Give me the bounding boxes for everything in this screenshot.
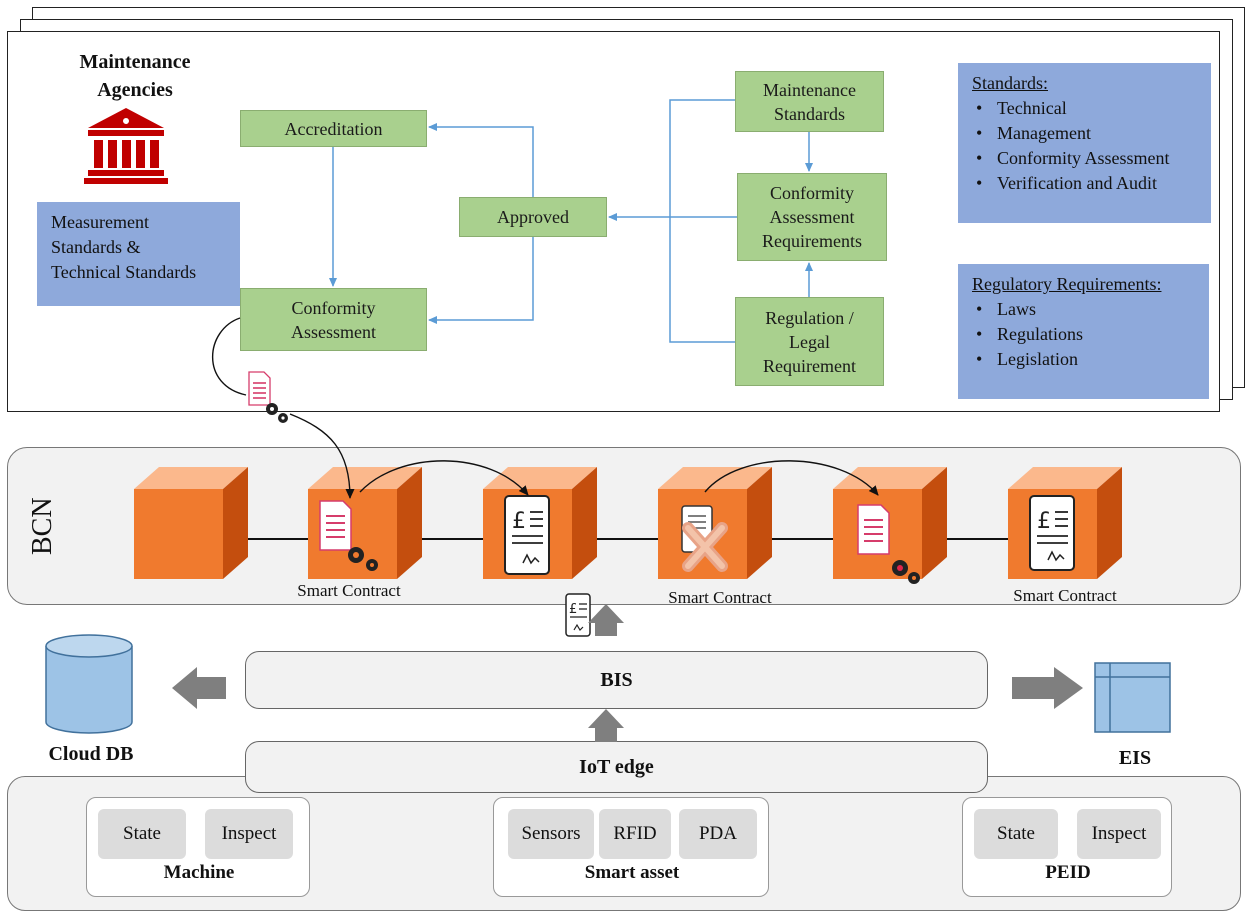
measurement-note-line3: Technical Standards xyxy=(51,262,197,282)
smart-contract-label: Smart Contract xyxy=(1013,586,1117,605)
state-chip: State xyxy=(974,809,1058,859)
inspect-chip: Inspect xyxy=(1077,809,1161,859)
pda-chip: PDA xyxy=(679,809,757,859)
sensors-chip: Sensors xyxy=(508,809,594,859)
measurement-note-line2: Standards & xyxy=(51,237,141,257)
eis-label: EIS xyxy=(1118,747,1152,769)
regulatory-item: Legislation xyxy=(972,347,1209,372)
conformity-requirements-line1: Conformity xyxy=(769,183,854,203)
right-arrow-icon xyxy=(1012,667,1083,709)
conformity-requirements-line3: Requirements xyxy=(762,231,862,251)
smart-contract-label: Smart Contract xyxy=(297,581,401,600)
bcn-label: BCN xyxy=(27,497,58,555)
iot-edge-layer: IoT edge xyxy=(245,741,988,793)
up-arrow-icon xyxy=(588,604,624,636)
measurement-standards-note: Measurement Standards & Technical Standa… xyxy=(37,202,240,306)
conformity-assessment-box: Conformity Assessment xyxy=(240,288,427,351)
state-chip: State xyxy=(98,809,186,859)
peid-label: PEID xyxy=(1045,862,1091,883)
standards-item: Technical xyxy=(972,96,1211,121)
regulation-line2: Legal xyxy=(789,331,830,352)
machine-label: Machine xyxy=(163,862,235,883)
standards-note: Standards: Technical Management Conformi… xyxy=(958,63,1211,223)
cloud-db-label: Cloud DB xyxy=(48,743,134,765)
bis-layer: BIS xyxy=(245,651,988,709)
regulation-line3: Requirement xyxy=(763,355,856,376)
up-arrow-icon xyxy=(588,709,624,742)
rfid-chip: RFID xyxy=(599,809,671,859)
regulatory-item: Laws xyxy=(972,297,1209,322)
maintenance-standards-line1: Maintenance xyxy=(763,79,856,100)
standards-item: Conformity Assessment xyxy=(972,146,1211,171)
iot-edge-label: IoT edge xyxy=(579,755,654,778)
agency-title-line2: Agencies xyxy=(97,79,173,101)
inspect-chip: Inspect xyxy=(205,809,293,859)
regulatory-heading: Regulatory Requirements: xyxy=(972,274,1162,294)
maintenance-standards-box: Maintenance Standards xyxy=(735,71,884,132)
standards-item: Management xyxy=(972,121,1211,146)
agency-title-line1: Maintenance xyxy=(79,51,191,73)
standards-heading: Standards: xyxy=(972,73,1048,93)
database-icon xyxy=(45,634,133,734)
maintenance-standards-line2: Standards xyxy=(773,103,845,124)
conformity-requirements-box: Conformity Assessment Requirements xyxy=(737,173,887,261)
bis-label: BIS xyxy=(600,668,633,691)
conformity-assessment-line1: Conformity xyxy=(291,297,376,318)
smart-asset-label: Smart asset xyxy=(584,862,680,883)
standards-item: Verification and Audit xyxy=(972,171,1211,196)
approved-box: Approved xyxy=(459,197,607,237)
machine-group: State Inspect Machine xyxy=(86,797,310,897)
approved-label: Approved xyxy=(497,207,569,227)
bcn-panel xyxy=(7,447,1241,605)
regulatory-requirements-note: Regulatory Requirements: Laws Regulation… xyxy=(958,264,1209,399)
accreditation-box: Accreditation xyxy=(240,110,427,147)
conformity-requirements-line2: Assessment xyxy=(769,207,855,227)
accreditation-label: Accreditation xyxy=(284,118,383,139)
agency-title: Maintenance Agencies xyxy=(50,48,220,104)
measurement-note-line1: Measurement xyxy=(51,212,149,232)
conformity-assessment-line2: Assessment xyxy=(291,321,376,342)
smart-contract-label: Smart Contract xyxy=(668,588,772,607)
smart-asset-group: Sensors RFID PDA Smart asset xyxy=(493,797,769,897)
window-icon xyxy=(1094,662,1171,733)
regulation-line1: Regulation / xyxy=(765,307,854,328)
peid-group: State Inspect PEID xyxy=(962,797,1172,897)
regulatory-item: Regulations xyxy=(972,322,1209,347)
left-arrow-icon xyxy=(172,667,226,709)
regulation-box: Regulation / Legal Requirement xyxy=(735,297,884,386)
